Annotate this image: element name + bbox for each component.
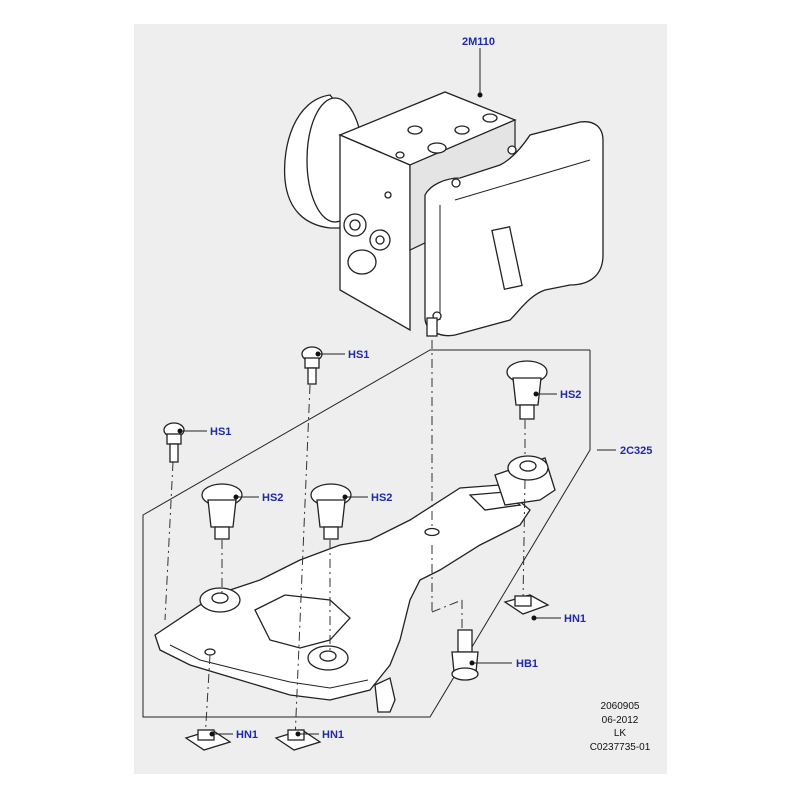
alignment-lines bbox=[164, 340, 526, 741]
callout-hs2-middle: HS2 bbox=[371, 492, 392, 504]
leader-lines bbox=[177, 48, 616, 737]
grommet-left bbox=[199, 587, 241, 613]
callout-hn1-bottom-left: HN1 bbox=[236, 729, 258, 741]
callout-hn1-right: HN1 bbox=[564, 613, 586, 625]
screw-hs1-left bbox=[163, 422, 185, 463]
grommet-middle bbox=[307, 645, 349, 671]
callout-hn1-bottom-middle: HN1 bbox=[322, 729, 344, 741]
stud-hs2-middle bbox=[310, 483, 352, 540]
screw-hs1-top bbox=[301, 346, 323, 385]
callout-hs1-left: HS1 bbox=[210, 426, 231, 438]
abs-modulator-unit bbox=[283, 91, 604, 337]
callout-hs2-right: HS2 bbox=[560, 389, 581, 401]
nut-hn1-right bbox=[503, 594, 550, 615]
callout-hb1: HB1 bbox=[516, 658, 538, 670]
callout-hs1-top: HS1 bbox=[348, 349, 369, 361]
stud-hs2-left bbox=[201, 483, 243, 540]
bracket-outline-frame bbox=[142, 349, 591, 718]
nut-hn1-bottom-left bbox=[184, 729, 232, 751]
drawing-number: 2060905 bbox=[600, 701, 640, 712]
mounting-bracket bbox=[154, 457, 556, 713]
bolt-hb1 bbox=[451, 629, 479, 681]
grommet-right bbox=[507, 455, 549, 481]
drawing-code: C0237735-01 bbox=[589, 741, 651, 753]
drawing-info-block: 2060905 06-2012 LK C0237735-01 bbox=[560, 700, 680, 754]
drawing-initials: LK bbox=[613, 728, 627, 739]
drawing-date: 06-2012 bbox=[601, 714, 639, 726]
callout-2c325: 2C325 bbox=[620, 445, 652, 457]
callout-2m110: 2M110 bbox=[462, 36, 495, 48]
callout-hs2-left: HS2 bbox=[262, 492, 283, 504]
stud-hs2-right bbox=[506, 360, 548, 420]
